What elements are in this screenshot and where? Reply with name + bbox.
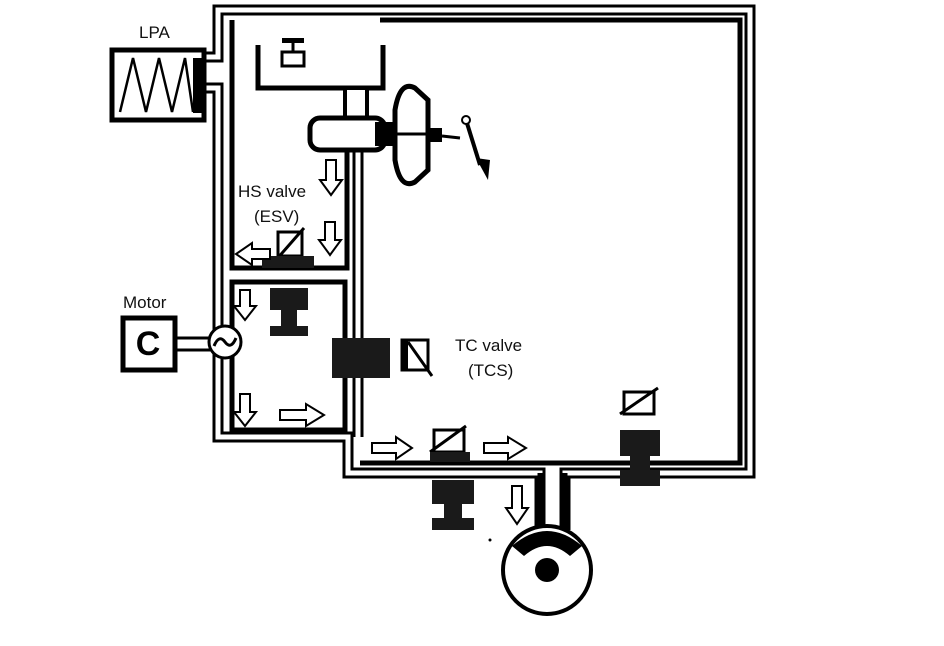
motor — [120, 315, 210, 373]
tc-valve-sublabel: (TCS) — [468, 361, 514, 380]
tc-valve-label: TC valve — [455, 336, 523, 355]
wheel-brake — [501, 524, 593, 616]
outlet-valve — [432, 480, 474, 530]
arrow-right-icon — [371, 435, 414, 461]
arrow-right-icon — [483, 435, 528, 461]
pump — [207, 324, 243, 360]
lpa-label: LPA — [139, 23, 170, 42]
hydraulic-lines — [205, 4, 756, 530]
lpa-accumulator — [109, 47, 207, 123]
right-solenoid-valve — [619, 386, 660, 486]
flow-arrows — [231, 159, 530, 526]
motor-label: Motor — [123, 293, 167, 312]
tc-valve — [332, 338, 434, 378]
motor-symbol: C — [135, 325, 161, 363]
arrow-down-icon — [231, 289, 259, 322]
arrow-down-icon — [317, 221, 343, 257]
pump-check-valve — [270, 288, 308, 336]
brake-pedal — [441, 115, 490, 180]
hs-valve — [262, 227, 314, 268]
master-cylinder — [307, 115, 395, 153]
hs-valve-sublabel: (ESV) — [254, 207, 300, 226]
inlet-valve — [429, 424, 470, 462]
arrow-down-icon — [504, 485, 530, 526]
arrow-down-icon — [318, 159, 344, 197]
arrow-down-icon — [231, 393, 259, 428]
hs-valve-label: HS valve — [238, 182, 307, 201]
arrow-right-icon — [279, 402, 326, 428]
brake-booster — [392, 83, 442, 187]
speck — [488, 538, 492, 542]
arrow-left-icon — [234, 241, 271, 267]
